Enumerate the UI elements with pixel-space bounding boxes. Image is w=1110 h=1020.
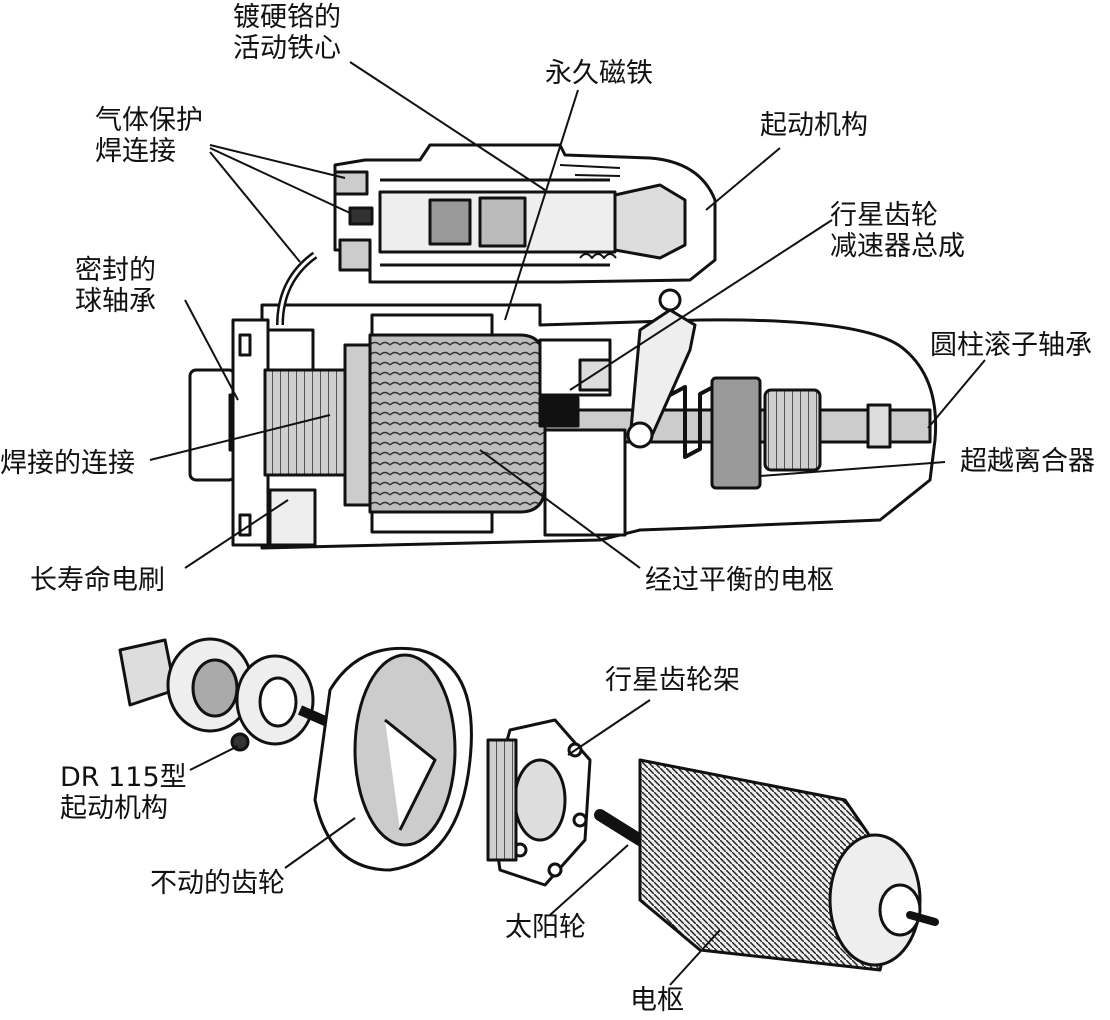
label-starting-mechanism-top: 起动机构 xyxy=(760,110,868,141)
leader-lines xyxy=(149,61,986,986)
exploded-view xyxy=(118,637,939,972)
label-welded-connection: 焊接的连接 xyxy=(0,448,135,479)
overrunning-clutch-body xyxy=(710,376,762,490)
label-permanent-magnet: 永久磁铁 xyxy=(545,58,653,89)
label-plated-core: 镀硬铬的 活动铁心 xyxy=(233,2,341,64)
end-cap xyxy=(188,368,237,482)
exploded-pinion xyxy=(118,638,177,707)
label-sun-gear: 太阳轮 xyxy=(505,912,586,943)
label-overrunning-clutch: 超越离合器 xyxy=(960,446,1095,477)
pinion xyxy=(763,388,822,472)
commutator xyxy=(263,368,347,477)
label-planet-carrier: 行星齿轮架 xyxy=(605,665,740,696)
label-long-life-brush: 长寿命电刷 xyxy=(30,565,165,596)
label-planetary-reducer: 行星齿轮 减速器总成 xyxy=(830,200,965,262)
armature-windings xyxy=(368,333,547,514)
label-roller-bearing: 圆柱滚子轴承 xyxy=(930,330,1092,361)
label-dr115-mechanism: DR 115型 起动机构 xyxy=(60,762,187,824)
label-sealed-bearing: 密封的 球轴承 xyxy=(75,255,156,317)
cutaway-starter xyxy=(188,143,938,550)
label-balanced-armature: 经过平衡的电枢 xyxy=(645,565,834,596)
label-gas-weld: 气体保护 焊连接 xyxy=(95,105,203,167)
label-fixed-gear: 不动的齿轮 xyxy=(150,868,285,899)
label-armature: 电枢 xyxy=(630,985,684,1016)
